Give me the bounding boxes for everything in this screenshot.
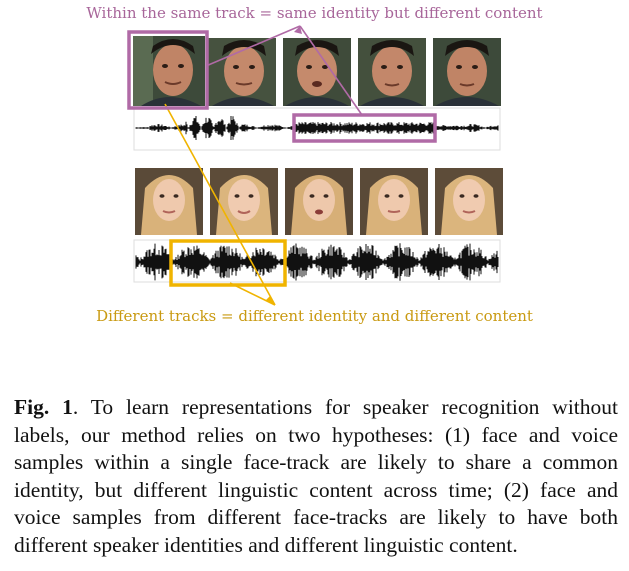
same-track-audio-box [292,113,437,143]
track2-frame-1 [135,168,203,235]
waveform-track-1 [135,116,499,140]
waveform-samples [135,243,499,281]
same-track-arrow-1 [205,25,301,67]
waveform-samples [135,116,499,140]
track1-frame-5 [433,38,501,106]
track1-frame-1 [133,36,205,106]
different-track-label: Different tracks = different identity an… [96,307,533,325]
waveform-track-2 [135,243,499,281]
arrowhead [266,296,275,305]
track2-frame-4 [360,168,428,235]
track1-frame-2 [208,38,276,106]
track2-frame-2 [210,168,278,235]
different-track-arrow-1 [164,103,276,306]
track2-frame-5 [435,168,503,235]
figure-overlay [127,25,501,306]
figure-caption: Fig. 1. To learn representations for spe… [14,394,618,559]
figure-label: Fig. 1 [14,395,73,419]
same-track-arrow-2 [299,25,363,116]
different-track-audio-box [169,239,287,287]
same-track-face-box [127,30,209,110]
track2-frame-3 [285,168,353,235]
arrowhead [294,26,302,34]
track1-frame-4 [358,38,426,106]
waveform-2-frame [133,239,501,283]
waveform-1-frame [133,107,501,151]
same-track-label: Within the same track = same identity bu… [86,4,543,22]
caption-body: . To learn representations for speaker r… [14,395,618,557]
